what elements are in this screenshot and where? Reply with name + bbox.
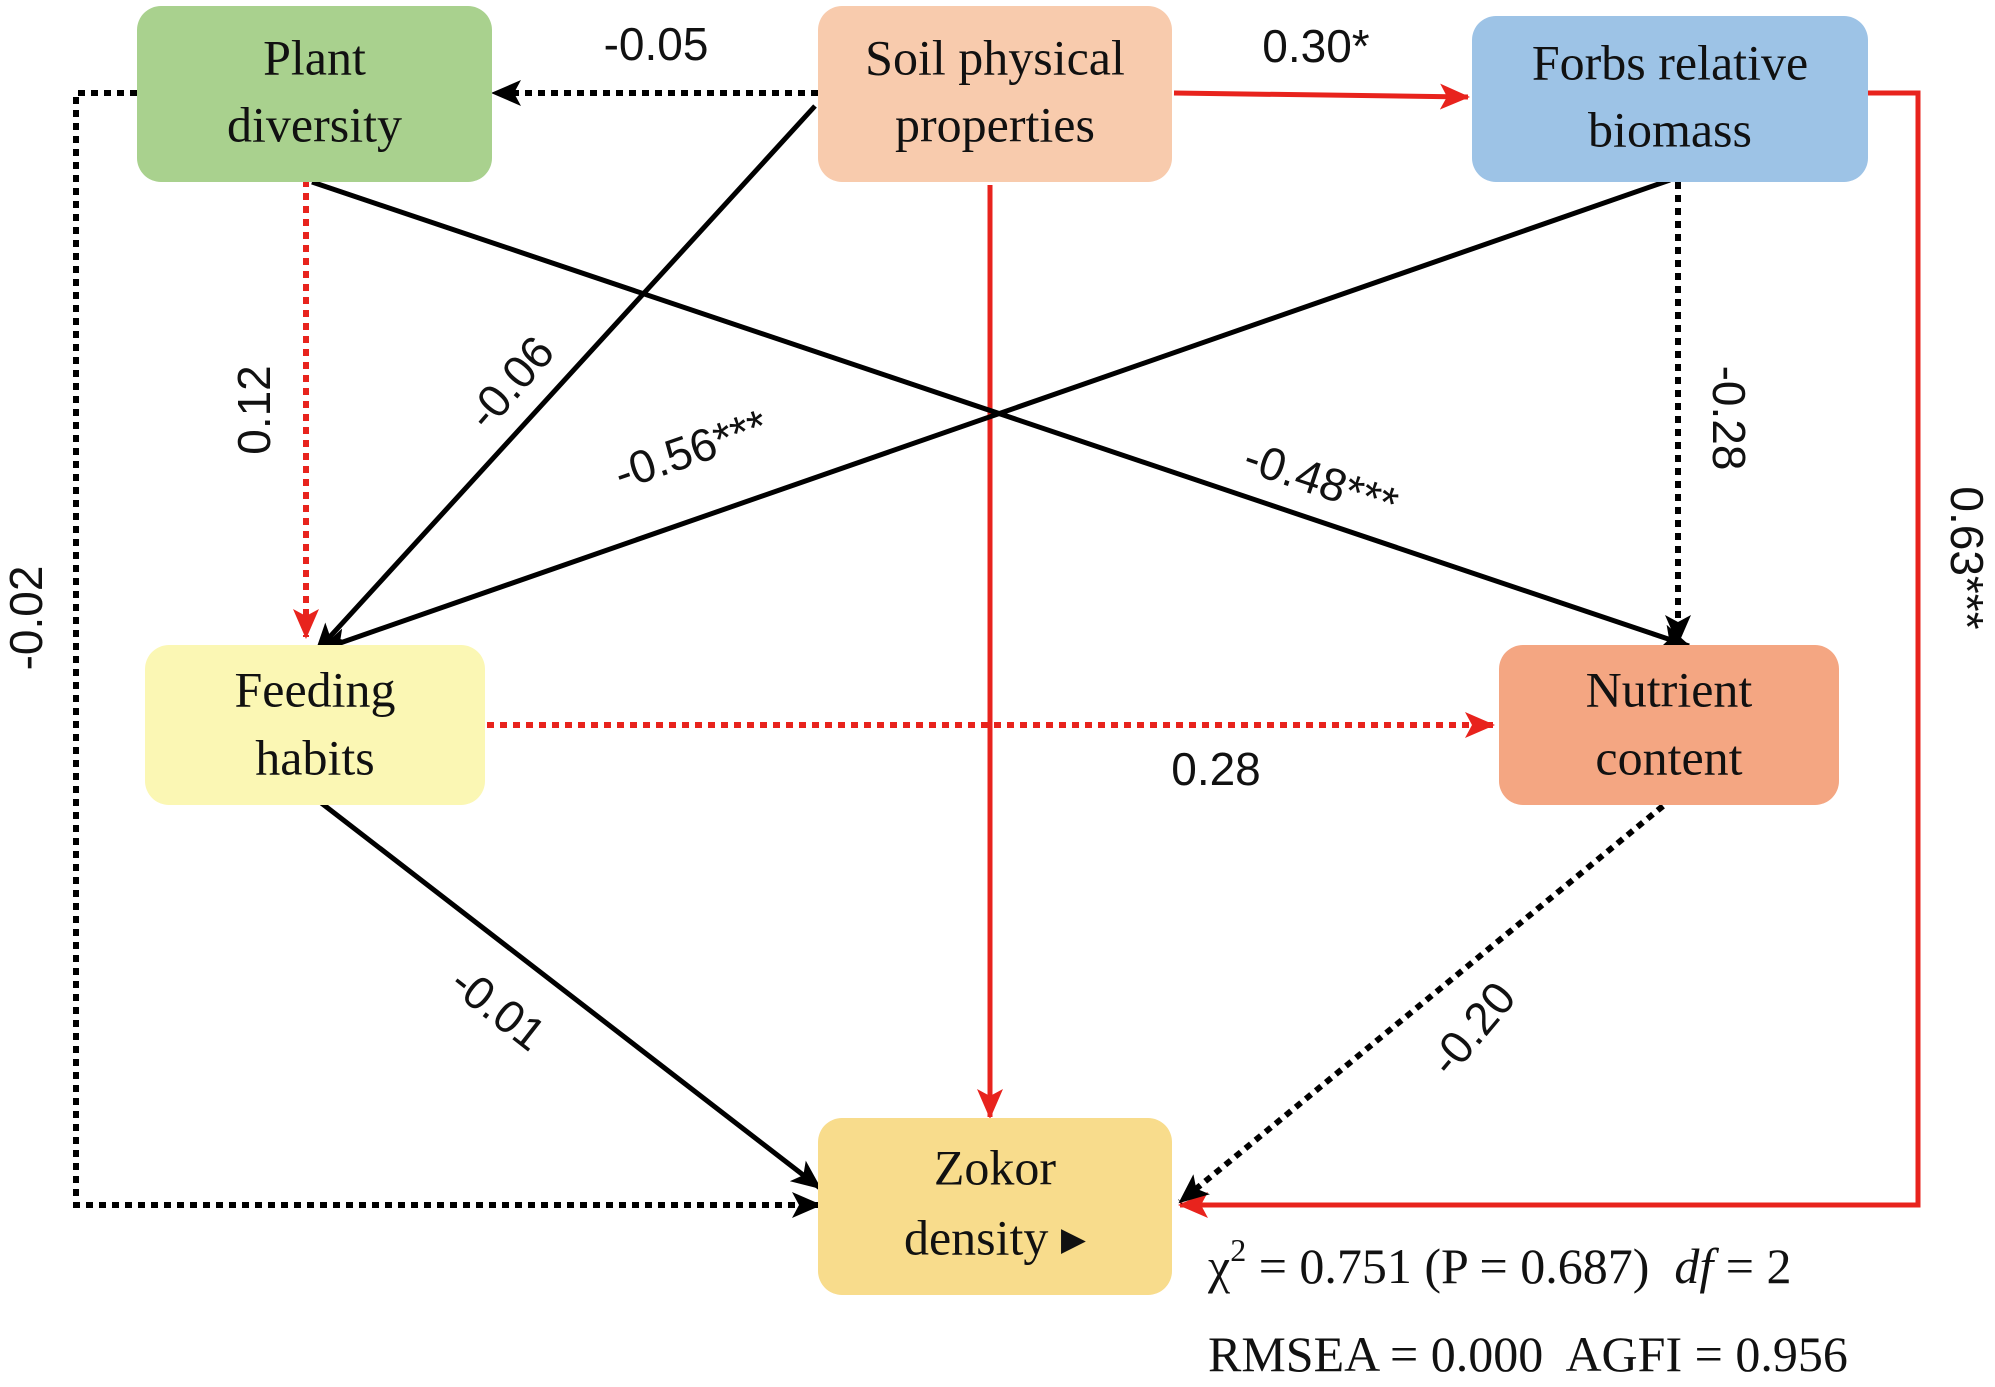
node-label-line2: diversity <box>227 96 402 152</box>
edge-plant-to-zokor <box>73 90 822 1218</box>
node-label-line1: Soil physical <box>865 29 1125 85</box>
node-box <box>1499 645 1839 805</box>
node-box <box>818 6 1172 182</box>
edge-nutrient-to-zokor <box>1178 803 1665 1205</box>
node-label-line2: properties <box>895 96 1095 152</box>
coef-forbs-to-zokor: 0.63*** <box>1941 486 1993 629</box>
node-label-line2: content <box>1595 729 1742 785</box>
node-label-line2: density ▸ <box>904 1209 1086 1265</box>
coef-plant-to-nutrient: -0.48*** <box>1238 430 1405 530</box>
node-nutrient-content: Nutrient content <box>1499 645 1839 805</box>
df-label: df <box>1674 1238 1714 1294</box>
node-label-line1: Nutrient <box>1586 661 1753 717</box>
chi-value: = 0.751 (P = 0.687) <box>1246 1238 1675 1294</box>
coef-feeding-to-nutrient: 0.28 <box>1171 743 1261 795</box>
chi-superscript: 2 <box>1230 1232 1247 1268</box>
chi-symbol: χ <box>1208 1238 1231 1294</box>
fit-stats-rmsea-agfi: RMSEA = 0.000 AGFI = 0.956 <box>1208 1326 1848 1382</box>
node-zokor-density: Zokor density ▸ <box>818 1118 1172 1295</box>
coef-forbs-to-feeding: -0.56*** <box>607 399 774 500</box>
edge-forbs-to-zokor <box>1178 90 1921 1218</box>
edge-feeding-to-zokor <box>318 800 822 1190</box>
edge-forbs-to-feeding <box>318 177 1671 654</box>
node-label-line2: habits <box>255 729 374 785</box>
coef-soil-to-forbs: 0.30* <box>1262 20 1370 72</box>
coef-soil-to-plant: -0.05 <box>604 18 709 70</box>
edge-soil-to-feeding <box>314 104 817 654</box>
node-forbs-relative-biomass: Forbs relative biomass <box>1472 16 1868 182</box>
node-label-line1: Zokor <box>934 1139 1057 1195</box>
coef-forbs-to-nutrient: -0.28 <box>1703 366 1755 471</box>
node-box <box>145 645 485 805</box>
node-feeding-habits: Feeding habits <box>145 645 485 805</box>
node-soil-physical-properties: Soil physical properties <box>818 6 1172 182</box>
path-arrows <box>73 80 1921 1218</box>
node-label-line1: Forbs relative <box>1532 34 1808 90</box>
node-label-line1: Plant <box>263 29 366 85</box>
node-box <box>137 6 492 182</box>
coef-plant-to-feeding: 0.12 <box>228 365 280 455</box>
df-value: = 2 <box>1713 1238 1792 1294</box>
coef-soil-to-feeding: -0.06 <box>456 326 564 439</box>
node-label-line1: Feeding <box>234 661 395 717</box>
node-plant-diversity: Plant diversity <box>137 6 492 182</box>
coef-nutrient-to-zokor: -0.20 <box>1418 972 1525 1086</box>
node-label-line2: biomass <box>1588 101 1752 157</box>
coef-plant-to-zokor: -0.02 <box>0 566 52 671</box>
node-box <box>1472 16 1868 182</box>
node-box <box>818 1118 1172 1295</box>
fit-stats-chi-square: χ2 = 0.751 (P = 0.687) df = 2 <box>1208 1232 1791 1295</box>
edge-soil-to-forbs <box>1173 83 1470 110</box>
